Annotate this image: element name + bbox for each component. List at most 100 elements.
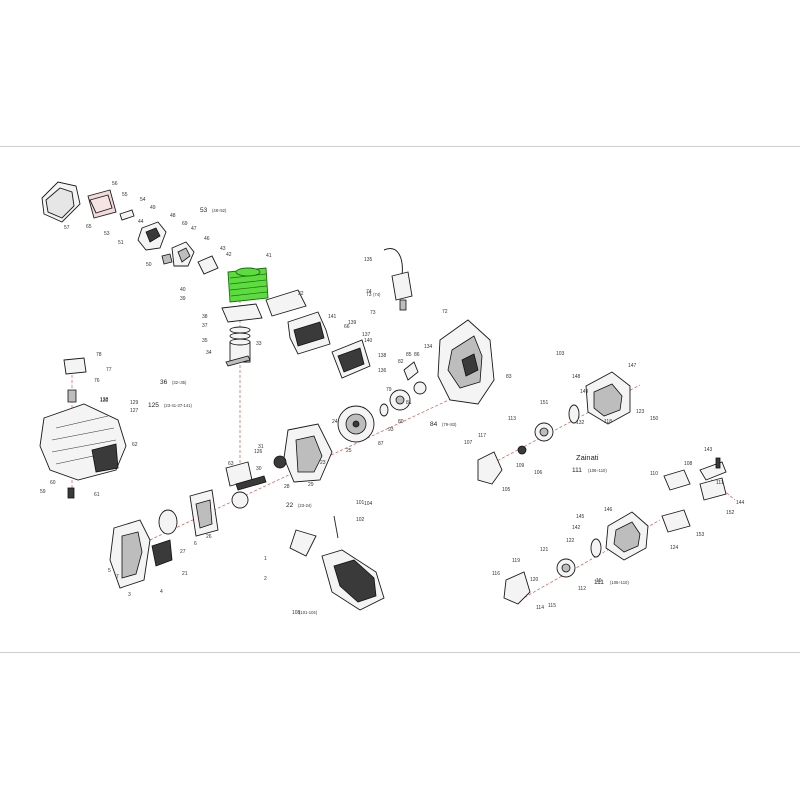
part-callout-30: 30	[256, 466, 262, 472]
part-callout-146: 146	[604, 507, 613, 513]
part-callout-127: 127	[130, 408, 139, 414]
group-number-111: 111	[594, 579, 604, 586]
part-callout-144: 144	[736, 500, 745, 506]
group-range-53: (48÷52)	[212, 208, 227, 213]
fuel-filter	[67, 389, 77, 403]
part-callout-83: 83	[506, 374, 512, 380]
part-callout-104: 104	[364, 501, 373, 507]
part-callout-135: 135	[364, 257, 373, 263]
starter-housing	[437, 319, 495, 405]
part-callout-21: 21	[182, 571, 188, 577]
part-callout-81: 81	[406, 400, 412, 406]
part-callout-41: 41	[266, 253, 272, 259]
group-number-111: 111	[572, 467, 582, 474]
part-callout-1: 1	[264, 556, 267, 562]
ignition-coil	[383, 248, 413, 311]
part-callout-107: 107	[464, 440, 473, 446]
shaft-parts	[661, 457, 727, 533]
fan-housing	[158, 509, 178, 535]
part-callout-114: 114	[536, 605, 544, 611]
part-callout-118: 118	[604, 419, 612, 425]
part-callout-128: 128	[100, 397, 109, 403]
part-callout-86: 86	[414, 352, 420, 358]
group-number-108: 108	[292, 610, 301, 616]
part-callout-76: 76	[94, 378, 100, 384]
part-callout-117: 117	[478, 433, 486, 439]
part-callout-52: 52	[150, 233, 156, 239]
part-callout-143: 143	[704, 447, 713, 453]
group-range-111: (106÷110)	[610, 580, 629, 585]
part-callout-26: 26	[206, 534, 212, 540]
bearing-26	[273, 455, 287, 469]
fuel-tank-group	[39, 357, 127, 499]
ignition-module	[391, 271, 413, 301]
part-callout-145: 145	[576, 514, 585, 520]
group-number-125: 125	[148, 402, 159, 409]
drive-coupler	[477, 451, 503, 485]
part-callout-53: 53	[104, 231, 110, 237]
part-callout-78: 78	[96, 352, 102, 358]
cylinder-gasket	[221, 303, 263, 323]
part-callout-44: 44	[138, 219, 144, 225]
part-callout-137: 137	[362, 332, 371, 338]
gearbox-lower	[503, 511, 649, 605]
knob-102	[289, 529, 317, 557]
part-callout-2: 2	[264, 576, 267, 582]
part-callout-111: 111	[716, 480, 724, 486]
bearing-123	[568, 404, 580, 424]
group-number-36: 36	[160, 379, 168, 386]
part-callout-152: 152	[726, 510, 735, 516]
part-callout-61: 61	[94, 492, 100, 498]
group-number-22: 22	[286, 502, 294, 509]
part-callout-51: 51	[118, 240, 124, 246]
group-number-73: 73	[366, 292, 372, 298]
group-number-53: 53	[200, 207, 208, 214]
part-callout-136: 136	[378, 368, 387, 374]
top-divider	[0, 146, 800, 147]
part-callout-120: 120	[530, 577, 539, 583]
group-number-84: 84	[430, 421, 438, 428]
part-callout-38: 38	[202, 314, 208, 320]
clutch-shoe	[413, 381, 427, 395]
group-range-111: (106÷110)	[588, 468, 607, 473]
gearbox-upper	[477, 371, 631, 485]
part-callout-50: 50	[146, 262, 152, 268]
flywheel-group	[337, 361, 427, 443]
bottom-divider	[0, 652, 800, 653]
part-callout-123: 123	[636, 409, 645, 415]
part-callout-24: 24	[332, 419, 338, 425]
part-callout-42: 42	[226, 252, 232, 258]
part-callout-119: 119	[512, 558, 520, 564]
part-callout-140: 140	[364, 338, 373, 344]
part-callout-109: 109	[516, 463, 525, 469]
piston-ring-upper	[229, 326, 251, 334]
part-callout-33: 33	[256, 341, 262, 347]
part-callout-54: 54	[140, 197, 146, 203]
part-callout-103: 103	[556, 351, 565, 357]
filter-screw	[119, 209, 135, 221]
part-callout-124: 124	[670, 545, 679, 551]
tube-145	[661, 509, 691, 533]
part-callout-126: 126	[254, 449, 263, 455]
part-callout-49: 49	[150, 205, 156, 211]
part-callout-112: 112	[578, 586, 586, 592]
crank-web	[231, 491, 249, 509]
heat-shield-141	[265, 289, 307, 317]
part-callout-66: 66	[344, 324, 350, 330]
part-callout-56: 56	[112, 181, 118, 187]
engine-mount	[109, 509, 178, 589]
part-callout-102: 102	[356, 517, 365, 523]
washer-77	[379, 403, 389, 417]
gasket-42	[197, 255, 219, 275]
part-callout-138: 138	[378, 353, 387, 359]
part-callout-77: 77	[106, 367, 112, 373]
part-callout-149: 149	[580, 389, 589, 395]
brand-label: Zainati	[576, 453, 599, 462]
part-callout-130: 130	[100, 398, 109, 404]
part-callout-7: 7	[116, 574, 119, 580]
part-callout-23: 23	[320, 460, 326, 466]
piston-pin	[225, 355, 251, 367]
